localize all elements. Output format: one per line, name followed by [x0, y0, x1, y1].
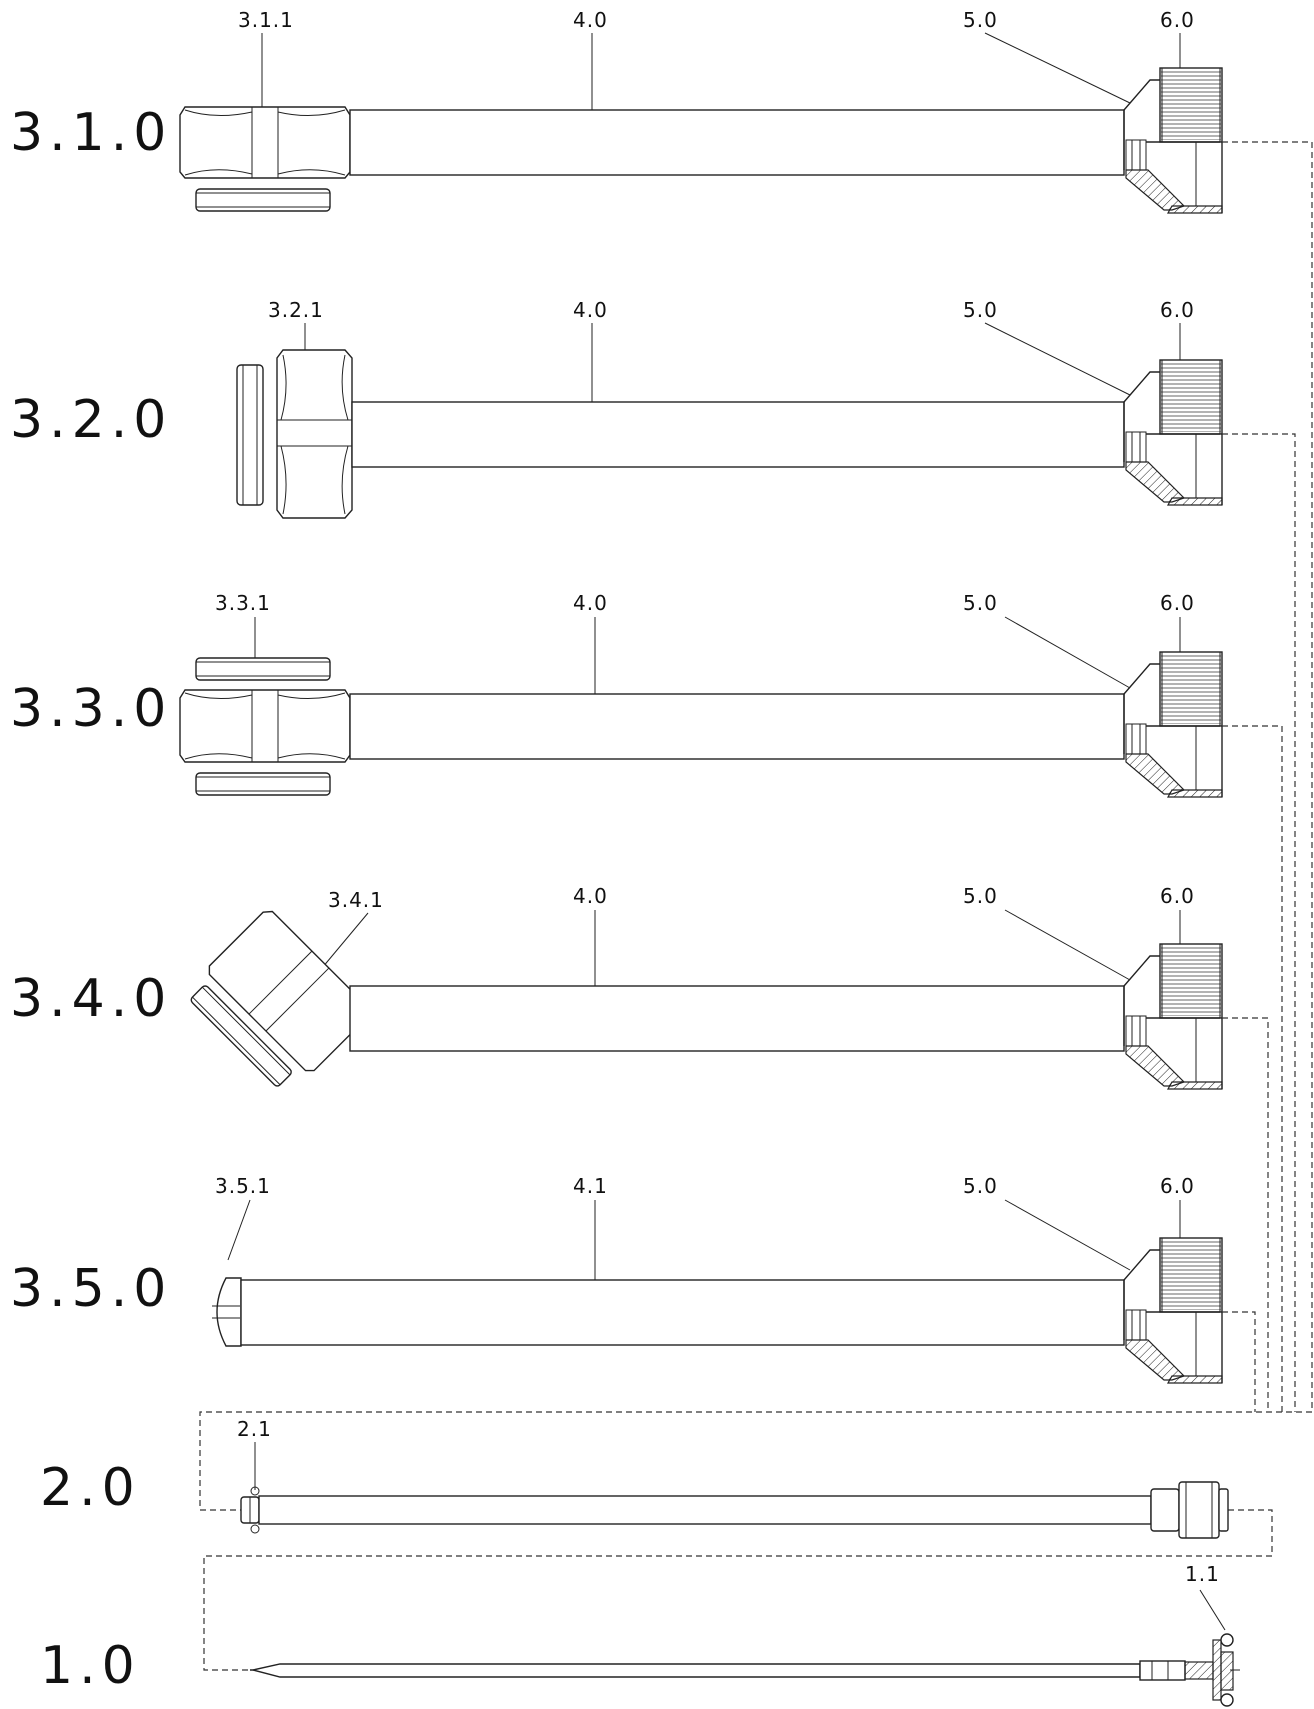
needle-label-1-0: 1.0 — [40, 1636, 141, 1696]
callout-5-0: 5.0 — [963, 591, 998, 615]
assembly-3-2-0: 3.2.1 4.0 5.0 6.0 — [236, 298, 1223, 519]
assembly-3-1-0: 3.1.1 4.0 5.0 6.0 — [179, 8, 1223, 214]
callout-3-5-1: 3.5.1 — [215, 1174, 271, 1198]
callout-6-0: 6.0 — [1160, 884, 1195, 908]
assembly-label-3-3-0: 3.3.0 — [10, 679, 172, 739]
callout-3-3-1: 3.3.1 — [215, 591, 271, 615]
assembly-3-5-0: 3.5.1 4.1 5.0 6.0 — [212, 1174, 1223, 1384]
rod-label-2-0: 2.0 — [40, 1458, 141, 1518]
callout-3-1-1: 3.1.1 — [238, 8, 294, 32]
callout-6-0: 6.0 — [1160, 8, 1195, 32]
callout-4-0: 4.0 — [573, 884, 608, 908]
callout-3-2-1: 3.2.1 — [268, 298, 324, 322]
callout-4-0: 4.0 — [573, 298, 608, 322]
callout-5-0: 5.0 — [963, 1174, 998, 1198]
assembly-label-3-4-0: 3.4.0 — [10, 969, 172, 1029]
assembly-label-3-1-0: 3.1.0 — [10, 103, 172, 163]
assembly-3-4-0: 3.4.1 4.0 5.0 6.0 — [190, 884, 1223, 1090]
callout-5-0: 5.0 — [963, 8, 998, 32]
rod-2-0: 2.1 — [237, 1417, 1229, 1539]
callout-6-0: 6.0 — [1160, 591, 1195, 615]
assembly-label-3-5-0: 3.5.0 — [10, 1259, 172, 1319]
callout-4-0: 4.0 — [573, 591, 608, 615]
callout-4-1: 4.1 — [573, 1174, 608, 1198]
callout-6-0: 6.0 — [1160, 1174, 1195, 1198]
callout-2-1: 2.1 — [237, 1417, 272, 1441]
callout-5-0: 5.0 — [963, 298, 998, 322]
callout-1-1: 1.1 — [1185, 1562, 1220, 1586]
assembly-label-3-2-0: 3.2.0 — [10, 390, 172, 450]
callout-6-0: 6.0 — [1160, 298, 1195, 322]
callout-3-4-1: 3.4.1 — [328, 888, 384, 912]
callout-5-0: 5.0 — [963, 884, 998, 908]
callout-4-0: 4.0 — [573, 8, 608, 32]
needle-1-0: 1.1 — [250, 1562, 1240, 1707]
assembly-3-3-0: 3.3.1 4.0 5.0 6.0 — [179, 591, 1223, 798]
connector-lines — [199, 141, 1313, 1671]
